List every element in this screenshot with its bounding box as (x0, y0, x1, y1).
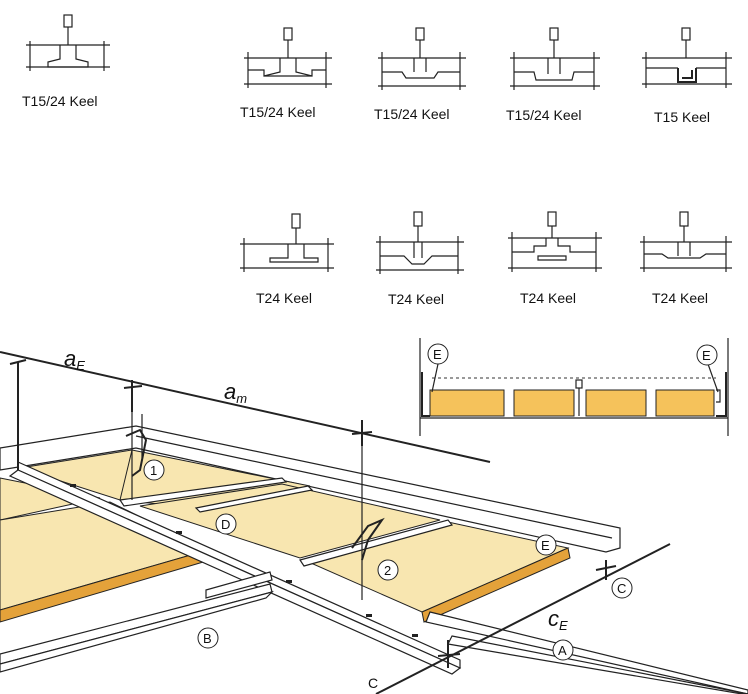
panel-center (139, 483, 441, 559)
callout-d: D (221, 517, 230, 532)
keel-profile-9 (640, 211, 732, 272)
callout-c-circle (611, 577, 633, 599)
keel-profile-5 (642, 27, 732, 88)
keel-label-3: T15/24 Keel (374, 106, 450, 122)
keel-profile-8 (508, 211, 602, 272)
section-detail: E E (419, 338, 729, 436)
dim-line-bottom (375, 543, 671, 694)
callout-e: E (541, 538, 550, 553)
section-panel-1 (429, 389, 505, 417)
callout-b: B (203, 631, 212, 646)
callout-e-right-circle (696, 344, 718, 366)
dim-c-label: C (368, 675, 378, 691)
callout-e-circle (535, 534, 557, 556)
dim-ae-label: aE (64, 346, 85, 373)
keel-label-5: T15 Keel (654, 109, 710, 125)
keel-profile-7 (376, 211, 464, 274)
dim-ce-label: cE (548, 606, 568, 633)
keel-profile-3 (378, 27, 466, 90)
keel-label-6: T24 Keel (256, 290, 312, 306)
callout-a: A (558, 643, 567, 658)
keel-label-1: T15/24 Keel (22, 93, 98, 109)
callout-a-circle (552, 639, 574, 661)
keel-label-4: T15/24 Keel (506, 107, 582, 123)
section-panel-3 (585, 389, 647, 417)
callout-1: 1 (150, 463, 157, 478)
section-panel-2 (513, 389, 575, 417)
callout-1-circle (143, 459, 165, 481)
keel-label-8: T24 Keel (520, 290, 576, 306)
dim-am-label: am (224, 379, 247, 406)
callout-e-left: E (433, 347, 442, 362)
callout-e-left-circle (427, 343, 449, 365)
callout-2-circle (377, 559, 399, 581)
section-panel-4 (655, 389, 715, 417)
keel-profile-6 (240, 213, 334, 272)
ceiling-assembly: aE am cE C 1 D E 2 C B A (0, 346, 748, 694)
keel-label-7: T24 Keel (388, 291, 444, 307)
dim-line-top (0, 351, 491, 463)
keel-label-9: T24 Keel (652, 290, 708, 306)
callout-e-right: E (702, 348, 711, 363)
callout-d-circle (215, 513, 237, 535)
keel-profile-2 (244, 27, 332, 88)
callout-b-circle (197, 627, 219, 649)
keel-profile-4 (510, 27, 600, 90)
keel-label-2: T15/24 Keel (240, 104, 316, 120)
keel-profile-1 (26, 14, 110, 71)
callout-c: C (617, 581, 626, 596)
callout-2: 2 (384, 563, 391, 578)
